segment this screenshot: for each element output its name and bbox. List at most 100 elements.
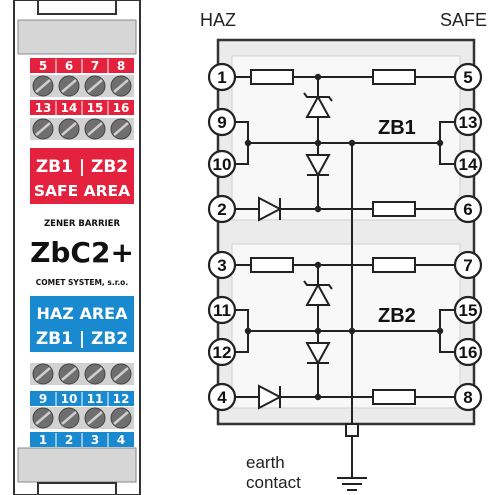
module-bottom-clip <box>37 482 117 495</box>
resistor <box>250 69 294 85</box>
safe-area-block <box>30 148 134 204</box>
terminal-number: 1 <box>39 433 47 447</box>
resistor <box>372 257 416 273</box>
terminal-number: 4 <box>117 433 125 447</box>
screw-slot <box>87 411 103 425</box>
terminal-number: 2 <box>65 433 73 447</box>
terminal-circle <box>453 295 483 325</box>
block-label-zb2: ZB2 <box>378 305 416 327</box>
haz-label: HAZ <box>200 10 236 30</box>
terminal-number: 9 <box>39 392 47 406</box>
terminal-circle <box>453 194 483 224</box>
junction-dot <box>314 393 322 401</box>
terminal-number: 13 <box>35 101 52 115</box>
junction-dot <box>314 205 322 213</box>
resistor <box>372 69 416 85</box>
terminal-label: 2 <box>217 200 226 219</box>
haz-block-line2: ZB1 | ZB2 <box>36 329 128 349</box>
zener-bar <box>303 280 333 290</box>
terminal-number: 8 <box>117 59 125 73</box>
earth-label-line1: earth <box>246 453 285 472</box>
junction-dot <box>244 327 252 335</box>
terminal-label: 1 <box>217 68 226 87</box>
screw-strip <box>30 118 134 140</box>
terminal-circle <box>207 250 237 280</box>
zener-diode <box>305 94 331 118</box>
screw-slot <box>35 79 51 93</box>
screw-slot <box>61 122 77 136</box>
junction-dot <box>314 139 322 147</box>
diode <box>258 196 283 222</box>
screw-slot <box>87 122 103 136</box>
terminal-number: 16 <box>113 101 130 115</box>
terminal-circle <box>453 149 483 179</box>
resistor <box>372 201 416 217</box>
terminal-circle <box>207 295 237 325</box>
screw-slot <box>113 411 129 425</box>
screw-slot <box>113 79 129 93</box>
safe-label: SAFE <box>440 10 487 30</box>
junction-dot <box>436 327 444 335</box>
zener-diode <box>305 342 331 366</box>
terminal-label: 11 <box>213 301 231 320</box>
junction-dot <box>436 139 444 147</box>
terminal-label: 13 <box>459 113 478 132</box>
junction-dot <box>348 327 356 335</box>
product-line-top: ZENER BARRIER <box>44 219 121 229</box>
safe-block-line2: SAFE AREA <box>34 182 130 200</box>
terminal-number: 10 <box>61 392 78 406</box>
block-label-zb1: ZB1 <box>378 117 416 139</box>
terminal-label: 10 <box>213 155 232 174</box>
terminal-number: 15 <box>87 101 104 115</box>
terminal-circle <box>453 107 483 137</box>
screw-slot <box>35 367 51 381</box>
junction-dot <box>348 139 356 147</box>
terminal-circle <box>453 250 483 280</box>
earth-label-line2: contact <box>246 473 301 492</box>
resistor <box>372 389 416 405</box>
junction-dot <box>244 139 252 147</box>
zener-diode <box>305 154 331 178</box>
screw-slot <box>113 367 129 381</box>
screw-slot <box>87 367 103 381</box>
terminal-number: 3 <box>91 433 99 447</box>
module-top-clip <box>37 0 117 15</box>
terminal-circle <box>207 149 237 179</box>
screw-strip <box>30 75 134 97</box>
zener-diode <box>305 282 331 306</box>
screw-slot <box>61 79 77 93</box>
terminal-circle <box>207 107 237 137</box>
terminal-circle <box>207 382 237 412</box>
terminal-circle <box>207 337 237 367</box>
module-bottom-grey-band <box>17 447 137 483</box>
terminal-number: 7 <box>91 59 99 73</box>
terminal-circle <box>207 62 237 92</box>
screw-slot <box>35 411 51 425</box>
zener-bar <box>303 92 333 102</box>
screw-slot <box>87 79 103 93</box>
screw-slot <box>61 411 77 425</box>
junction-dot <box>314 261 322 269</box>
terminal-label: 12 <box>213 343 232 362</box>
terminal-label: 4 <box>217 388 227 407</box>
screw-strip <box>30 407 134 429</box>
junction-dot <box>314 73 322 81</box>
screw-strip <box>30 363 134 385</box>
terminal-label: 16 <box>459 343 478 362</box>
terminal-label: 8 <box>463 388 472 407</box>
terminal-label: 9 <box>217 113 226 132</box>
terminal-number: 6 <box>65 59 73 73</box>
terminal-label: 5 <box>463 68 472 87</box>
screw-slot <box>113 122 129 136</box>
haz-block-line1: HAZ AREA <box>37 304 129 323</box>
haz-area-block <box>30 296 134 352</box>
safe-block-line1: ZB1 | ZB2 <box>36 157 128 177</box>
terminal-label: 7 <box>463 256 472 275</box>
module-top-grey-band <box>17 19 137 55</box>
terminal-number: 14 <box>61 101 78 115</box>
screw-slot <box>35 122 51 136</box>
diode <box>258 384 283 410</box>
terminal-circle <box>453 62 483 92</box>
